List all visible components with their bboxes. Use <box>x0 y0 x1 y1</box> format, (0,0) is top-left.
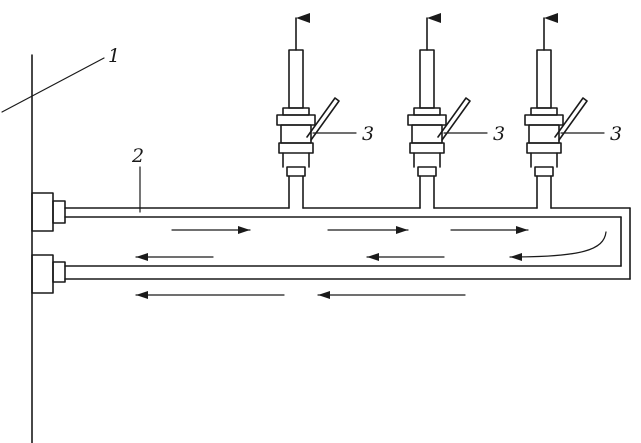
label-manifold: 2 <box>131 145 144 167</box>
flow-arrow-return <box>509 231 607 261</box>
wall-leader <box>1 57 105 113</box>
valve-assembly-2 <box>407 13 471 209</box>
wall-connector-lower <box>31 254 66 294</box>
label-valve-3: 3 <box>610 123 622 145</box>
label-valve-1: 3 <box>362 123 374 145</box>
valve-assembly-1 <box>276 13 340 209</box>
label-valve-2: 3 <box>493 123 505 145</box>
label-wall: 1 <box>108 45 120 67</box>
wall-connector-upper <box>31 192 66 232</box>
valve-assembly-3 <box>524 13 588 209</box>
manifold-pipe <box>64 207 631 280</box>
